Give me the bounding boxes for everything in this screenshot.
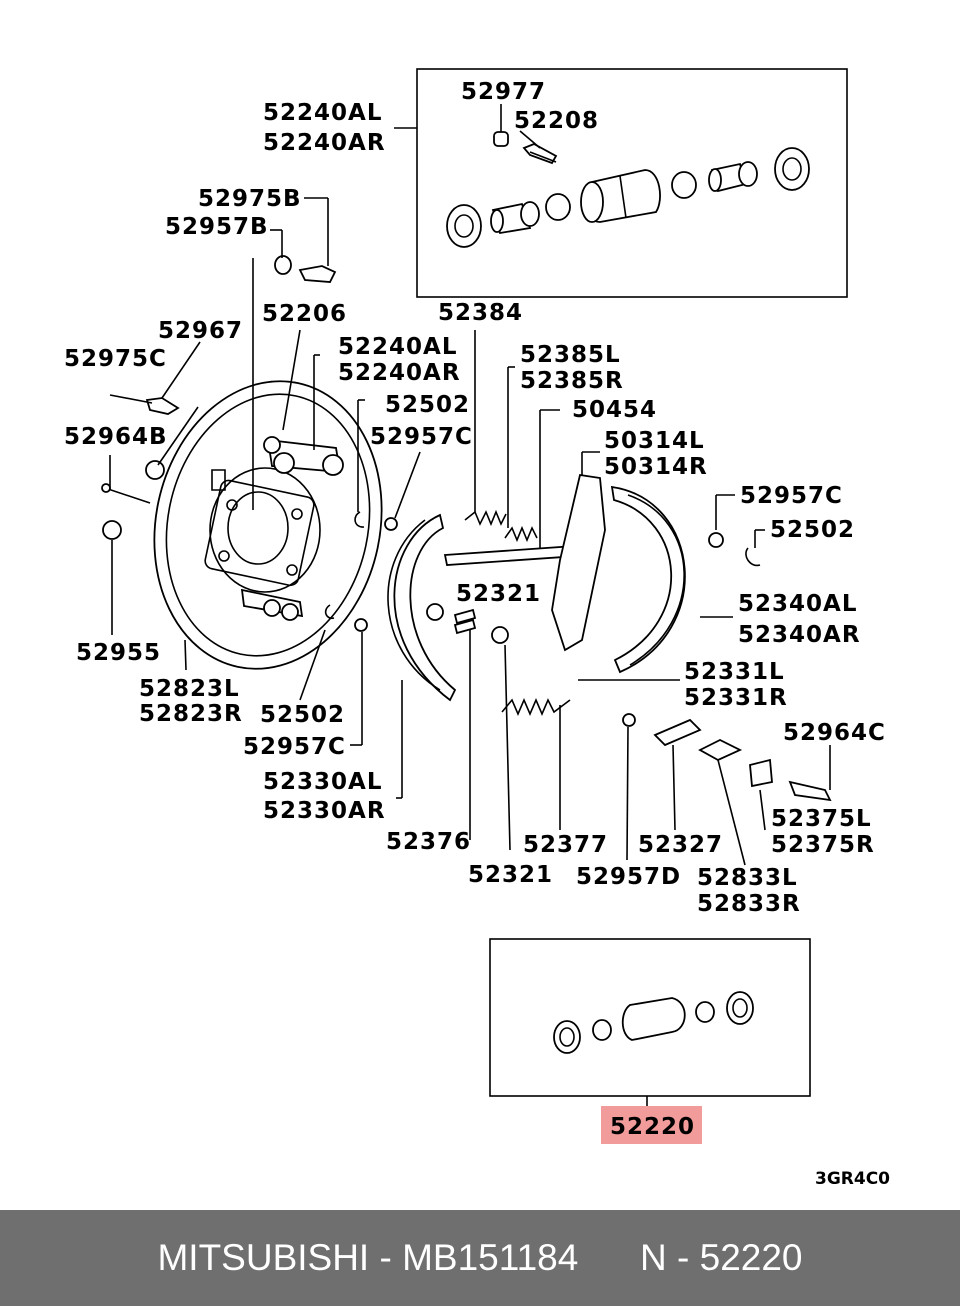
label-50454: 50454 xyxy=(572,397,657,423)
label-52975c: 52975C xyxy=(64,346,167,372)
label-52240al-mid: 52240AL xyxy=(338,334,457,360)
label-52957d: 52957D xyxy=(576,864,681,890)
label-50314l: 50314L xyxy=(604,428,705,454)
label-52957c-a: 52957C xyxy=(370,424,473,450)
label-52385l: 52385L xyxy=(520,342,621,368)
label-52327: 52327 xyxy=(638,832,723,858)
repair-kit-parts xyxy=(553,991,754,1054)
label-52208: 52208 xyxy=(514,108,599,134)
label-52331r: 52331R xyxy=(684,685,788,711)
label-52955: 52955 xyxy=(76,640,161,666)
part-highlight xyxy=(601,1106,702,1144)
label-52977: 52977 xyxy=(461,79,546,105)
label-52340ar: 52340AR xyxy=(738,622,861,648)
footer-bar: MITSUBISHI - MB151184 N - 52220 xyxy=(0,1210,960,1306)
wheel-cylinder-kit-box xyxy=(416,68,848,298)
label-52375r: 52375R xyxy=(771,832,875,858)
label-52975b: 52975B xyxy=(198,186,302,212)
footer-ref-number: 52220 xyxy=(699,1237,803,1278)
label-52240al-top: 52240AL xyxy=(263,100,382,126)
label-52502-b: 52502 xyxy=(770,517,855,543)
label-52957c-b: 52957C xyxy=(740,483,843,509)
label-52340al: 52340AL xyxy=(738,591,857,617)
label-52240ar-mid: 52240AR xyxy=(338,360,461,386)
repair-kit-box xyxy=(489,938,811,1097)
diagram-code: 3GR4C0 xyxy=(815,1169,890,1189)
label-52964b: 52964B xyxy=(64,424,168,450)
label-52964c: 52964C xyxy=(783,720,886,746)
label-52376: 52376 xyxy=(386,829,471,855)
label-52240ar-top: 52240AR xyxy=(263,130,386,156)
label-52833r: 52833R xyxy=(697,891,801,917)
footer-brand: MITSUBISHI xyxy=(157,1237,370,1278)
brake-shoe-left xyxy=(387,513,457,702)
label-52957c-c: 52957C xyxy=(243,734,346,760)
backing-plate xyxy=(153,380,383,670)
footer-part-number: MB151184 xyxy=(402,1237,579,1278)
label-52823r: 52823R xyxy=(139,701,243,727)
label-52321-a: 52321 xyxy=(456,581,541,607)
label-50314r: 50314R xyxy=(604,454,708,480)
label-52206: 52206 xyxy=(262,301,347,327)
brake-shoe-right xyxy=(610,485,686,674)
label-52331l: 52331L xyxy=(684,659,785,685)
label-52823l: 52823L xyxy=(139,676,240,702)
label-52502-a: 52502 xyxy=(385,392,470,418)
label-52330al: 52330AL xyxy=(263,769,382,795)
label-52833l: 52833L xyxy=(697,865,798,891)
label-52375l: 52375L xyxy=(771,806,872,832)
label-52330ar: 52330AR xyxy=(263,798,386,824)
brake-parts-diagram: 52977 52208 52240AL 52240AR 52975B 52957… xyxy=(64,68,890,1189)
label-52321-b: 52321 xyxy=(468,862,553,888)
label-52377: 52377 xyxy=(523,832,608,858)
footer-separator-2: N - xyxy=(578,1237,700,1278)
label-52502-c: 52502 xyxy=(260,702,345,728)
label-52384: 52384 xyxy=(438,300,523,326)
footer-separator: - xyxy=(369,1237,403,1278)
wheel-cylinder-kit-parts xyxy=(446,104,810,248)
springs xyxy=(453,509,571,717)
label-52967: 52967 xyxy=(158,318,243,344)
label-52957b: 52957B xyxy=(165,214,269,240)
label-52385r: 52385R xyxy=(520,368,624,394)
